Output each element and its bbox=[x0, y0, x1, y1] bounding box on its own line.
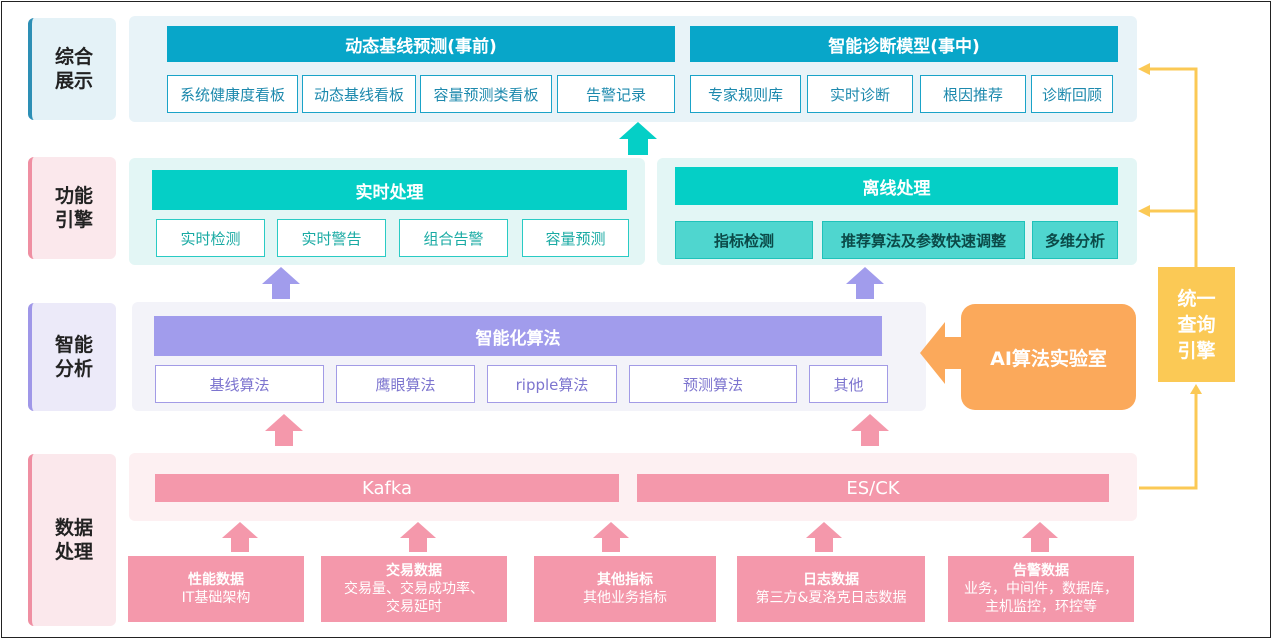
layer-label-engine: 功能引擎 bbox=[28, 157, 116, 259]
arrow-up-source-transaction bbox=[400, 522, 436, 552]
arrow-up-source-logs bbox=[806, 522, 842, 552]
engine-realtime-title: 实时处理 bbox=[152, 170, 627, 210]
analysis-item-other: 其他 bbox=[809, 365, 888, 403]
engine-item-recommend-tune: 推荐算法及参数快速调整 bbox=[822, 221, 1025, 259]
engine-item-combined-alert: 组合告警 bbox=[399, 219, 508, 257]
arrow-up-source-performance bbox=[222, 522, 258, 552]
engine-item-multidim: 多维分析 bbox=[1032, 221, 1118, 259]
arrow-up-data-to-analysis-right bbox=[851, 414, 889, 446]
layer-label-display: 综合展示 bbox=[28, 18, 116, 120]
source-transaction: 交易数据交易量、交易成功率、交易延时 bbox=[321, 556, 507, 622]
arrow-up-engine-to-display bbox=[619, 122, 657, 155]
kafka-bar: Kafka bbox=[155, 474, 619, 502]
engine-item-realtime-warn: 实时警告 bbox=[277, 219, 386, 257]
engine-item-capacity-predict: 容量预测 bbox=[522, 219, 629, 257]
engine-item-realtime-detect: 实时检测 bbox=[156, 219, 265, 257]
arrow-left-ai-lab bbox=[920, 322, 945, 384]
layer-label-data: 数据处理 bbox=[28, 454, 116, 626]
engine-offline-title: 离线处理 bbox=[675, 167, 1118, 205]
query-arrow-to-engine bbox=[1138, 205, 1150, 217]
display-item-realtime-diagnosis: 实时诊断 bbox=[807, 75, 913, 113]
display-item-alert-records: 告警记录 bbox=[557, 75, 675, 113]
analysis-item-ripple: ripple算法 bbox=[487, 365, 617, 403]
analysis-item-predict: 预测算法 bbox=[629, 365, 797, 403]
query-arrow-from-data bbox=[1190, 384, 1202, 394]
display-left-title: 动态基线预测(事前) bbox=[167, 26, 675, 62]
display-item-expert-rules: 专家规则库 bbox=[690, 75, 801, 113]
display-item-diagnosis-review: 诊断回顾 bbox=[1031, 75, 1113, 113]
arrow-up-analysis-to-realtime bbox=[262, 267, 300, 299]
layer-label-analysis: 智能分析 bbox=[28, 303, 116, 411]
arrow-up-data-to-analysis-left bbox=[265, 414, 303, 446]
arrow-up-source-other bbox=[593, 522, 629, 552]
query-engine-box: 统一查询引擎 bbox=[1158, 267, 1235, 382]
esck-bar: ES/CK bbox=[637, 474, 1109, 502]
arrow-up-source-alerts bbox=[1022, 522, 1058, 552]
display-item-baseline-board: 动态基线看板 bbox=[302, 75, 416, 113]
display-item-capacity-board: 容量预测类看板 bbox=[420, 75, 552, 113]
source-alerts: 告警数据业务，中间件，数据库，主机监控，环控等 bbox=[948, 556, 1134, 622]
display-right-title: 智能诊断模型(事中) bbox=[690, 26, 1118, 62]
display-item-health-board: 系统健康度看板 bbox=[167, 75, 298, 113]
source-logs: 日志数据第三方&夏洛克日志数据 bbox=[737, 556, 925, 622]
source-other-metrics: 其他指标其他业务指标 bbox=[534, 556, 716, 622]
analysis-title: 智能化算法 bbox=[154, 316, 882, 356]
ai-lab-box: AI算法实验室 bbox=[961, 304, 1136, 410]
display-item-root-cause: 根因推荐 bbox=[920, 75, 1026, 113]
query-connectors bbox=[1139, 67, 1198, 490]
analysis-item-hawkeye: 鹰眼算法 bbox=[336, 365, 475, 403]
analysis-item-baseline: 基线算法 bbox=[155, 365, 324, 403]
engine-item-metric-detect: 指标检测 bbox=[675, 221, 813, 259]
query-arrow-to-display bbox=[1138, 63, 1150, 75]
arrow-up-analysis-to-offline bbox=[846, 267, 884, 299]
